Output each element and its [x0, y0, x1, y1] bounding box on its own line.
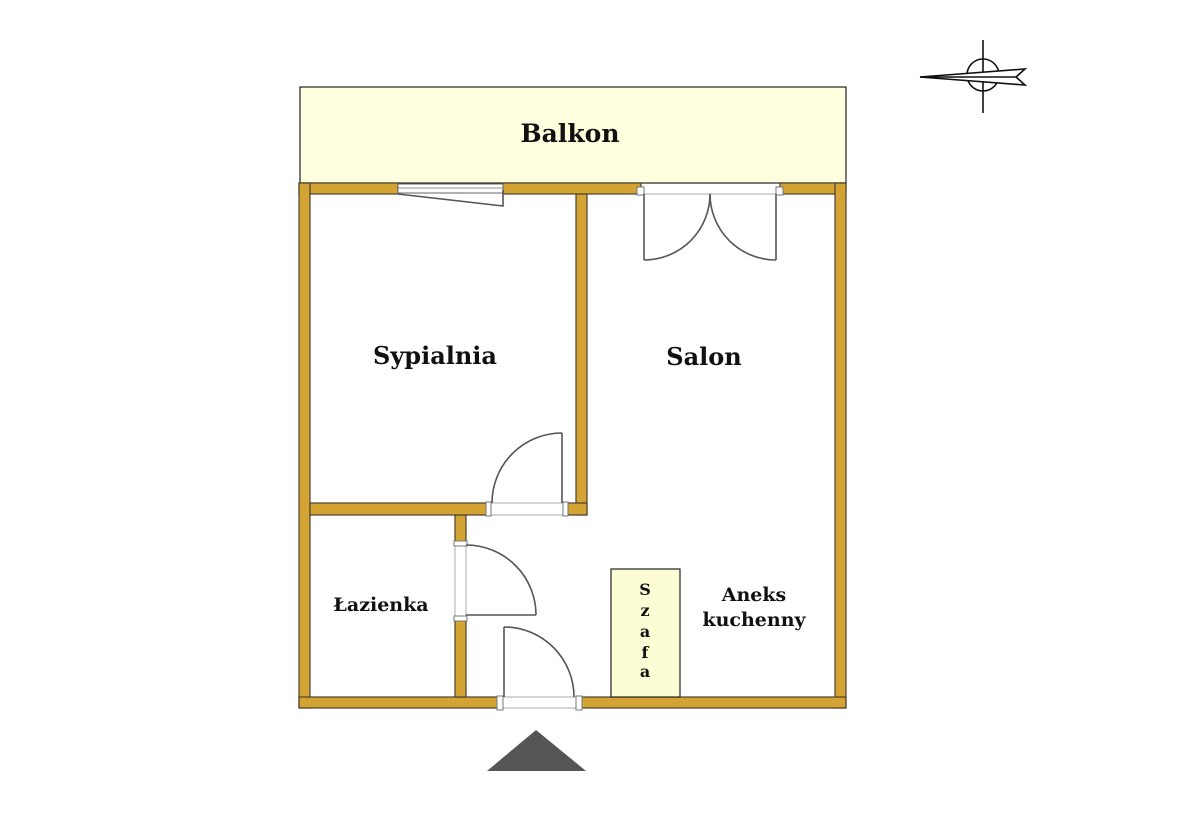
- balcony-area: [299, 86, 847, 184]
- north-arrow-icon: [919, 40, 1028, 113]
- balcony-double-door: [636, 186, 784, 261]
- room-label-salon: Salon: [666, 342, 741, 371]
- bedroom-window: [397, 183, 504, 207]
- room-label-balkon: Balkon: [521, 119, 620, 148]
- wardrobe-letter: a: [640, 622, 650, 641]
- wardrobe-letter: z: [640, 601, 649, 620]
- room-label-sypialnia: Sypialnia: [373, 341, 497, 370]
- bedroom-door: [485, 432, 569, 517]
- wardrobe-letter: f: [642, 643, 650, 662]
- entrance-door: [496, 626, 583, 711]
- wardrobe-letter: S: [639, 580, 651, 599]
- wardrobe-label: S z a f a: [639, 580, 651, 681]
- room-label-aneks-line1: Aneks: [721, 584, 787, 606]
- wardrobe: [610, 568, 681, 698]
- wardrobe-letter: a: [640, 662, 650, 681]
- room-label-aneks-line2: kuchenny: [702, 609, 806, 631]
- room-label-lazienka: Łazienka: [333, 594, 428, 616]
- walls: [298, 182, 847, 709]
- entrance-triangle-icon: [487, 730, 586, 771]
- bathroom-door: [453, 540, 537, 622]
